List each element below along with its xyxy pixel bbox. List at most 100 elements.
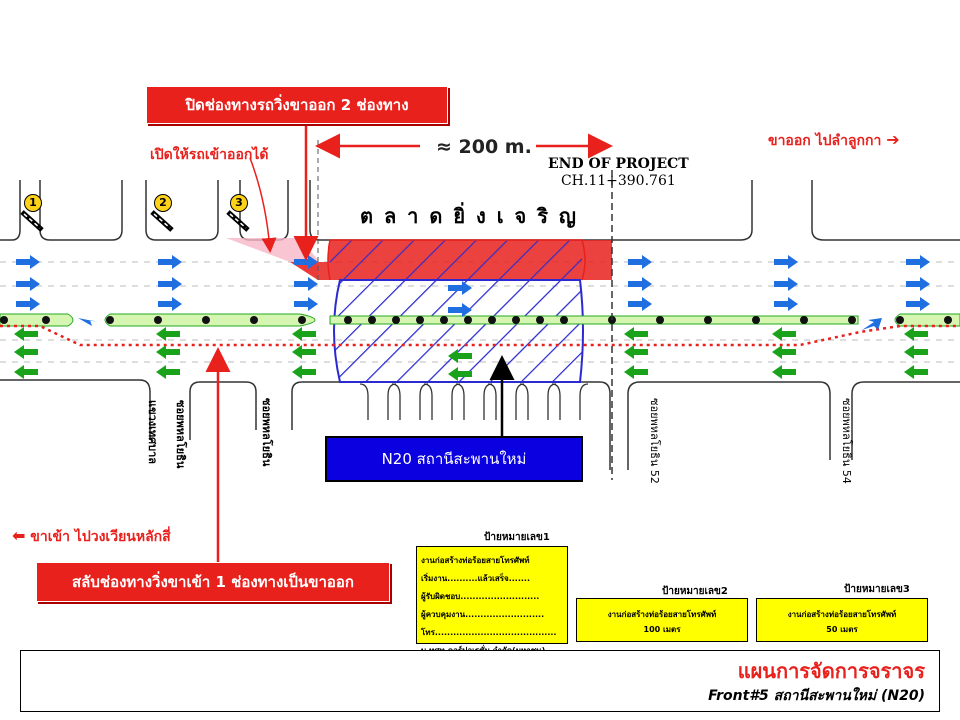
- median-post: [154, 316, 162, 324]
- outbound-direction: ขาออก ไปลำลูกกา ➔: [768, 130, 900, 152]
- driveway-edge: [551, 383, 589, 420]
- inbound-lane-arrow-icon: [294, 277, 318, 291]
- median-post: [800, 316, 808, 324]
- sign1-line: เริ่มงาน..........แล้วเสร็จ.......: [421, 574, 530, 583]
- median-post: [0, 316, 8, 324]
- inbound-lane-arrow-icon: [906, 255, 930, 269]
- median-post: [416, 316, 424, 324]
- station-label: N20 สถานีสะพานใหม่: [381, 450, 527, 468]
- median-post: [488, 316, 496, 324]
- outbound-lane-arrow-icon: [156, 365, 180, 379]
- switch-lane-text: สลับช่องทางวิ่งขาเข้า 1 ช่องทางเป็นขาออก: [72, 573, 354, 591]
- merge-arrow-icon: [862, 318, 882, 330]
- station-work-zone: [333, 279, 584, 383]
- median-center: [329, 315, 859, 325]
- inbound-lane-arrow-icon: [906, 297, 930, 311]
- sign1-line: ผู้รับผิดชอบ..........................: [421, 592, 540, 601]
- outbound-lane-arrow-icon: [624, 365, 648, 379]
- road-name-right1: ซอยพหลโยธิน 52: [648, 398, 661, 484]
- barrier-sign-icon: [226, 210, 250, 232]
- median-post: [896, 316, 904, 324]
- outbound-lane-arrow-icon: [772, 365, 796, 379]
- closed-zone-outline: [327, 239, 586, 281]
- sign-marker-2: 2: [150, 194, 176, 234]
- barrier-sign-icon: [150, 210, 174, 232]
- arrow-left-icon: ⬅: [12, 526, 26, 545]
- outbound-lane-arrow-icon: [14, 327, 38, 341]
- median-post: [512, 316, 520, 324]
- merge-arrow-icon: [78, 318, 98, 326]
- road-name-left1: แขวงเทศบาล: [146, 400, 159, 465]
- sign1-line: โทร.....................................…: [421, 628, 557, 637]
- sign3-title: ป้ายหมายเลข3: [844, 584, 910, 595]
- outbound-lane-arrow-icon: [772, 345, 796, 359]
- inbound-lane-arrow-icon: [774, 297, 798, 311]
- outbound-lane-arrow-icon: [292, 345, 316, 359]
- driveway-edge: [487, 383, 525, 420]
- driveway-edge: [519, 383, 557, 420]
- median-post: [344, 316, 352, 324]
- inbound-lane-arrow-icon: [628, 255, 652, 269]
- road-name-left2: ซอยพหลโยธิน: [174, 400, 187, 469]
- outbound-lane-arrow-icon: [448, 367, 472, 381]
- lane-arrows: [14, 255, 930, 381]
- barrier-sign-icon: [20, 210, 44, 232]
- outbound-lane-arrow-icon: [156, 327, 180, 341]
- inbound-direction-text: ขาเข้า ไปวงเวียนหลักสี่: [30, 529, 171, 545]
- inbound-lane-arrow-icon: [774, 277, 798, 291]
- sign1-title: ป้ายหมายเลข1: [484, 532, 550, 543]
- work-zones: [226, 238, 612, 383]
- sign2-text: งานก่อสร้างท่อร้อยสายโทรศัพท์: [607, 610, 717, 619]
- station-label-box: N20 สถานีสะพานใหม่: [325, 436, 583, 482]
- end-of-project-line2: CH.11+390.761: [560, 173, 676, 189]
- sign2-title: ป้ายหมายเลข2: [662, 586, 728, 597]
- outbound-lane-arrow-icon: [156, 345, 180, 359]
- outbound-lane-arrow-icon: [292, 365, 316, 379]
- market-label: ต ล า ด ยิ่ ง เ จ ริ ญ: [360, 204, 578, 228]
- driveway-edge: [423, 383, 461, 420]
- outbound-lane-arrow-icon: [14, 365, 38, 379]
- end-of-project-line1: END OF PROJECT: [548, 156, 689, 172]
- median-post: [250, 316, 258, 324]
- driveway-edge: [455, 383, 493, 420]
- annotation-lines: [205, 124, 613, 562]
- sign1-line: ผู้ควบคุมงาน..........................: [421, 610, 545, 619]
- median-strip: [0, 313, 960, 347]
- distance-label: ≈ 200 m.: [432, 136, 536, 158]
- plan-subtitle: Front#5 สถานีสะพานใหม่ (N20): [708, 688, 925, 704]
- median-post: [392, 316, 400, 324]
- outbound-lane-arrow-icon: [624, 327, 648, 341]
- open-access-text: เปิดให้รถเข้าออกได้: [150, 147, 269, 163]
- marker-number: 1: [24, 194, 42, 212]
- median-post: [106, 316, 114, 324]
- inbound-lane-arrow-icon: [448, 281, 472, 295]
- road-name-left3: ซอยพหลโยธิน: [260, 398, 273, 467]
- sign2-distance: 100 เมตร: [643, 625, 681, 634]
- median-post: [656, 316, 664, 324]
- median-post: [464, 316, 472, 324]
- inbound-lane-arrow-icon: [906, 277, 930, 291]
- sign2-panel: งานก่อสร้างท่อร้อยสายโทรศัพท์ 100 เมตร: [576, 598, 748, 642]
- inbound-lane-arrow-icon: [628, 277, 652, 291]
- median-post: [368, 316, 376, 324]
- median-left-end: [0, 313, 74, 327]
- title-block: แผนการจัดการจราจร Front#5 สถานีสะพานใหม่…: [20, 650, 940, 712]
- outbound-lane-arrow-icon: [904, 327, 928, 341]
- median-post: [440, 316, 448, 324]
- sign-marker-3: 3: [226, 194, 252, 234]
- outbound-lane-arrow-icon: [292, 327, 316, 341]
- outbound-lane-arrow-icon: [904, 365, 928, 379]
- arrow-right-icon: ➔: [886, 130, 900, 149]
- outbound-lane-arrow-icon: [772, 327, 796, 341]
- inbound-lane-arrow-icon: [628, 297, 652, 311]
- inbound-lane-arrow-icon: [16, 277, 40, 291]
- outbound-lane-arrow-icon: [904, 345, 928, 359]
- marker-number: 3: [230, 194, 248, 212]
- outbound-lane-arrow-icon: [14, 345, 38, 359]
- driveway-edge: [359, 383, 397, 420]
- closed-lanes-hatch: [330, 240, 582, 280]
- bottom-road-edge: [0, 379, 960, 470]
- outbound-direction-text: ขาออก ไปลำลูกกา: [768, 133, 882, 149]
